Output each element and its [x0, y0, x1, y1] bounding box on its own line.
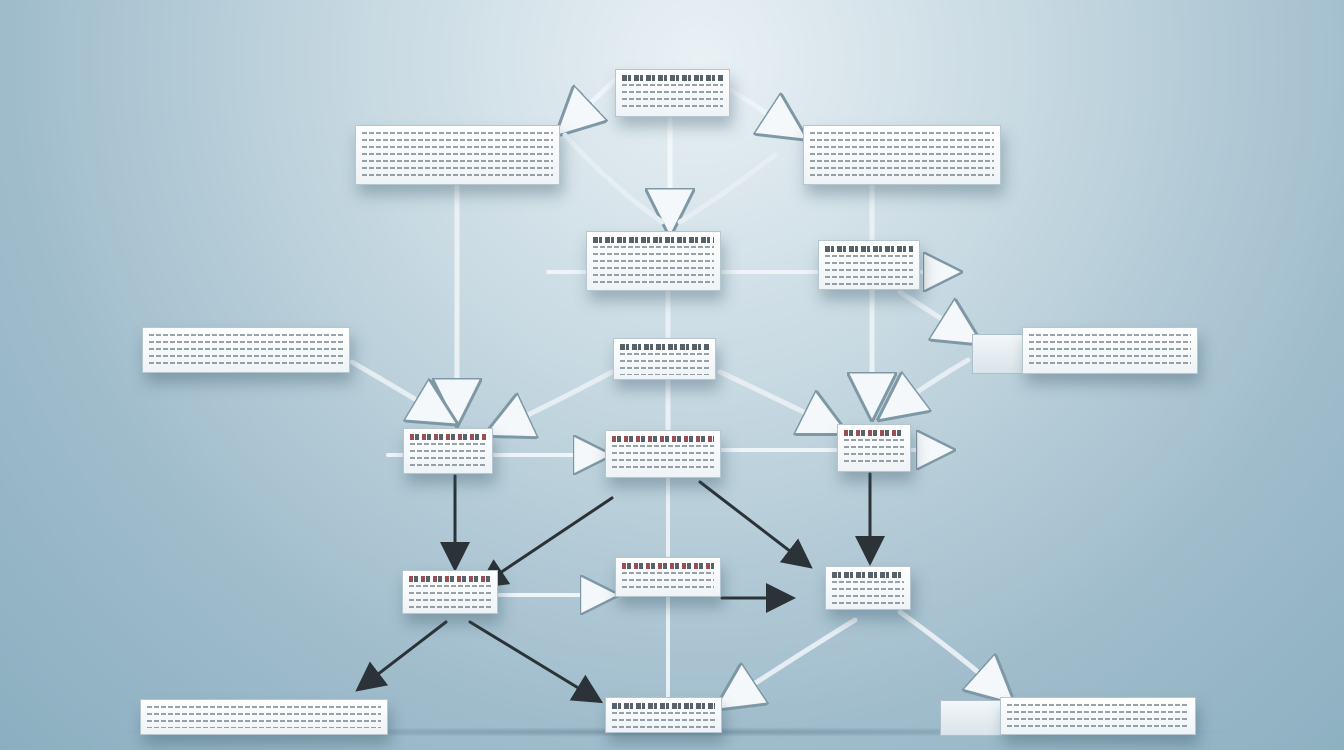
edge-far-right-right-mid — [885, 357, 971, 415]
node-center-bottom-mid — [615, 557, 721, 597]
node-bottom-right — [1000, 697, 1196, 735]
node-title — [825, 246, 913, 252]
node-title — [593, 237, 714, 243]
node-title — [844, 430, 904, 436]
node-upper-left — [355, 125, 560, 185]
node-text-lines — [362, 132, 553, 178]
node-bottom-right-tab — [940, 700, 1002, 736]
node-title — [832, 572, 904, 578]
edge-center-mid-left-mid — [492, 369, 615, 432]
node-text-lines — [593, 246, 714, 286]
edge-center-lower-right-lower — [698, 480, 813, 569]
node-text-lines — [149, 334, 343, 366]
edge-right-upper-far-right — [897, 289, 975, 340]
edge-top-upper-right — [725, 85, 800, 135]
node-left-mid — [403, 428, 493, 474]
node-far-left — [142, 327, 350, 373]
edge-left-lower-bottom-center — [468, 620, 604, 704]
node-text-lines — [844, 439, 904, 467]
edge-far-left-left-mid — [349, 359, 450, 420]
node-title — [410, 434, 486, 440]
node-right-mid — [837, 424, 911, 472]
node-left-lower — [402, 570, 498, 614]
edge-upper-left-diag — [562, 132, 665, 225]
node-right-upper — [818, 240, 920, 290]
edge-top-upper-left — [562, 77, 618, 130]
node-text-lines — [147, 706, 381, 728]
node-title — [620, 344, 709, 350]
node-text-lines — [410, 443, 486, 469]
node-title — [612, 703, 715, 709]
node-far-right-tab — [972, 334, 1024, 374]
node-text-lines — [832, 581, 904, 605]
dark-connectors — [355, 472, 885, 704]
node-right-lower — [825, 566, 911, 610]
node-text-lines — [810, 132, 994, 178]
edge-right-lower-bottom-center — [722, 617, 858, 705]
node-text-lines — [612, 712, 715, 728]
edge-left-lower-bottom-left — [355, 620, 448, 692]
node-text-lines — [620, 353, 709, 375]
edge-center-mid-right-mid — [717, 369, 840, 430]
node-title — [622, 75, 723, 81]
node-center-mid — [613, 338, 716, 380]
node-text-lines — [409, 585, 491, 609]
node-text-lines — [1007, 704, 1189, 728]
node-center-lower — [605, 430, 721, 478]
node-far-right — [1022, 327, 1198, 374]
edge-right-lower-bottom-right — [897, 609, 1008, 698]
node-text-lines — [1029, 334, 1191, 367]
node-title — [612, 436, 714, 442]
edge-upper-right-diag — [677, 152, 778, 225]
node-bottom-left — [140, 699, 388, 735]
node-text-lines — [825, 255, 913, 285]
node-text-lines — [622, 572, 714, 592]
node-top — [615, 69, 730, 117]
node-text-lines — [622, 84, 723, 112]
node-title — [409, 576, 491, 582]
node-center-upper — [586, 231, 721, 291]
edge-center-lower-left-lower — [477, 496, 614, 589]
node-title — [622, 563, 714, 569]
node-bottom-center — [605, 697, 722, 733]
node-text-lines — [612, 445, 714, 473]
node-upper-right — [803, 125, 1001, 185]
